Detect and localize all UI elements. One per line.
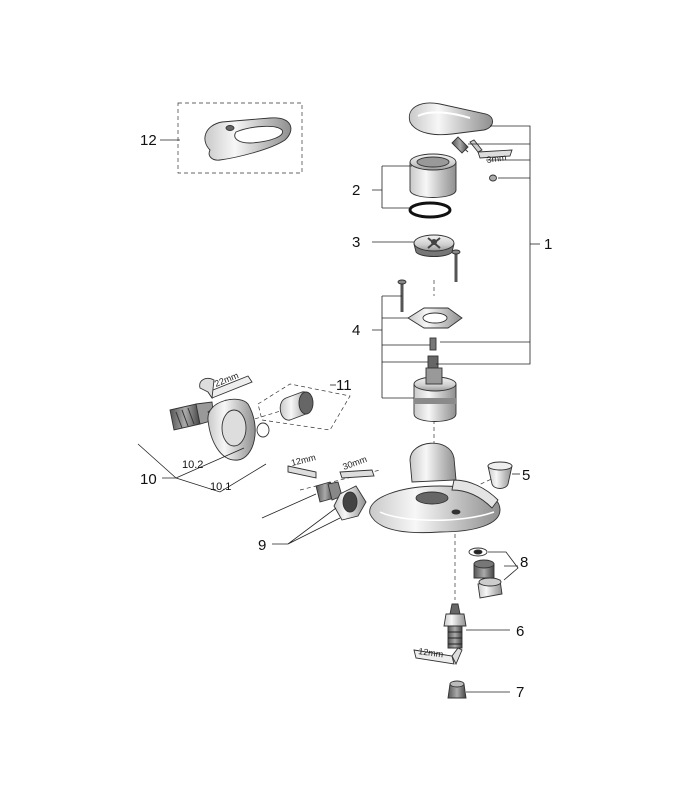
part-10-wall-connector xyxy=(169,398,270,461)
callout-10-2: 10.2 xyxy=(182,459,203,471)
part-5-cap xyxy=(487,461,513,489)
callout-4: 4 xyxy=(352,322,360,339)
callout-7: 7 xyxy=(516,684,524,701)
mixer-body xyxy=(369,442,501,534)
callout-2: 2 xyxy=(352,182,360,199)
callout-9: 9 xyxy=(258,537,266,554)
callout-8: 8 xyxy=(520,554,528,571)
callout-10: 10 xyxy=(140,471,157,488)
callout-3: 3 xyxy=(352,234,360,251)
callout-6: 6 xyxy=(516,623,524,640)
callout-1: 1 xyxy=(544,236,552,253)
leader-lines xyxy=(137,125,540,693)
part-6-diverter xyxy=(413,603,467,666)
part-12-alternative-lever xyxy=(177,102,303,174)
part-9-connector-nut xyxy=(287,465,375,521)
tool-size-12mm-mid: 12mm xyxy=(290,452,317,468)
part-3-cartridge-cap xyxy=(413,234,455,257)
part-11-adapter xyxy=(257,383,351,431)
tool-size-30mm: 30mm xyxy=(341,454,368,472)
part-8-aerator-set xyxy=(468,547,503,599)
tool-size-3mm: 3mm xyxy=(486,152,507,165)
part-7-nut xyxy=(447,680,467,699)
callout-10-1: 10.1 xyxy=(210,481,231,493)
callout-11: 11 xyxy=(336,377,352,394)
callout-5: 5 xyxy=(522,467,530,484)
tool-size-12mm-bottom: 12mm xyxy=(418,646,444,659)
part-2-sleeve-and-oring xyxy=(408,153,457,219)
part-1-lever-handle xyxy=(408,102,513,182)
part-4-cartridge-set xyxy=(397,249,463,422)
wrench-22mm-icon xyxy=(199,375,253,400)
callout-12: 12 xyxy=(140,132,157,149)
assembly-axis xyxy=(234,280,501,600)
